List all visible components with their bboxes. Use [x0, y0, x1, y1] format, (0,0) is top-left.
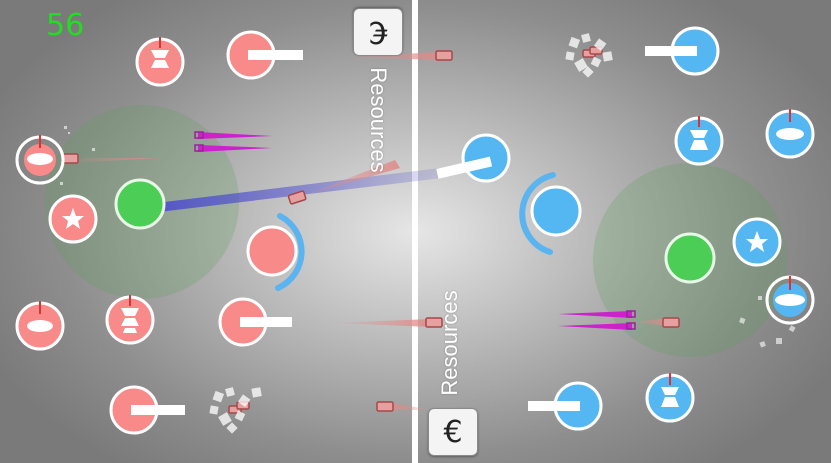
blue-diamond-unit[interactable]	[674, 116, 724, 166]
red-diamond-unit[interactable]	[105, 295, 155, 345]
score-counter: 56	[46, 8, 85, 43]
laser-emitter	[194, 131, 204, 139]
bottom-resources-label: Resources	[437, 290, 462, 396]
debris-cluster	[60, 126, 796, 348]
blue-star-unit[interactable]	[732, 217, 782, 267]
red-cannon[interactable]	[109, 385, 185, 435]
red-disk-unit[interactable]	[15, 301, 65, 351]
disk-icon	[27, 153, 53, 165]
bullet	[435, 50, 453, 61]
red-team-base[interactable]	[114, 178, 166, 230]
laser-emitter	[194, 144, 204, 152]
diamond-stack-icon	[121, 308, 139, 333]
bullet-trail	[386, 402, 432, 410]
laser	[558, 311, 632, 318]
red-disk-unit[interactable]	[15, 135, 65, 185]
red-cannon[interactable]	[226, 30, 303, 80]
diamond-stack-icon	[690, 130, 708, 150]
star-icon	[62, 208, 84, 229]
diamond-stack-icon	[661, 387, 679, 407]
energy-beam	[140, 168, 442, 214]
bullet-trail	[632, 318, 670, 326]
bullet-trail	[345, 52, 440, 60]
center-divider	[412, 0, 418, 463]
diamond-stack-icon	[151, 50, 169, 68]
top-resources-button[interactable]: €	[353, 8, 403, 56]
red-diamond-unit[interactable]	[135, 37, 185, 87]
laser	[198, 132, 272, 139]
blue-disk-unit[interactable]	[765, 109, 815, 159]
bullet-trail	[330, 319, 432, 327]
bullet	[662, 317, 680, 328]
blue-disk-unit[interactable]	[765, 275, 815, 325]
red-cannon[interactable]	[218, 297, 292, 347]
star-icon	[746, 231, 768, 252]
debris-cluster	[209, 387, 262, 434]
shield-arc	[519, 172, 556, 255]
top-resources-label: Resources	[366, 67, 391, 173]
bullet-trail	[300, 160, 400, 197]
bullet-trail	[70, 158, 160, 163]
bottom-resources-button[interactable]: €	[428, 408, 478, 456]
laser-emitter	[626, 310, 636, 318]
laser-emitter	[626, 322, 636, 330]
red-star-unit[interactable]	[48, 194, 98, 244]
red-shield-unit[interactable]	[246, 225, 298, 277]
blue-team-base[interactable]	[664, 232, 716, 284]
bullet	[425, 317, 443, 328]
laser	[198, 145, 272, 152]
laser	[558, 323, 632, 330]
blue-cannon[interactable]	[645, 26, 720, 76]
disk-icon	[27, 320, 53, 332]
blue-diamond-unit[interactable]	[645, 373, 695, 423]
shield-arc	[275, 213, 305, 291]
blue-shield-unit[interactable]	[530, 185, 582, 237]
bullet	[287, 190, 307, 205]
blue-cannon[interactable]	[436, 133, 511, 183]
euro-icon: €	[368, 14, 388, 50]
disk-icon	[776, 128, 804, 140]
blue-cannon[interactable]	[528, 381, 603, 431]
euro-icon: €	[443, 414, 463, 450]
bullet	[376, 401, 394, 412]
disk-icon	[775, 294, 805, 306]
debris-cluster	[565, 33, 613, 78]
